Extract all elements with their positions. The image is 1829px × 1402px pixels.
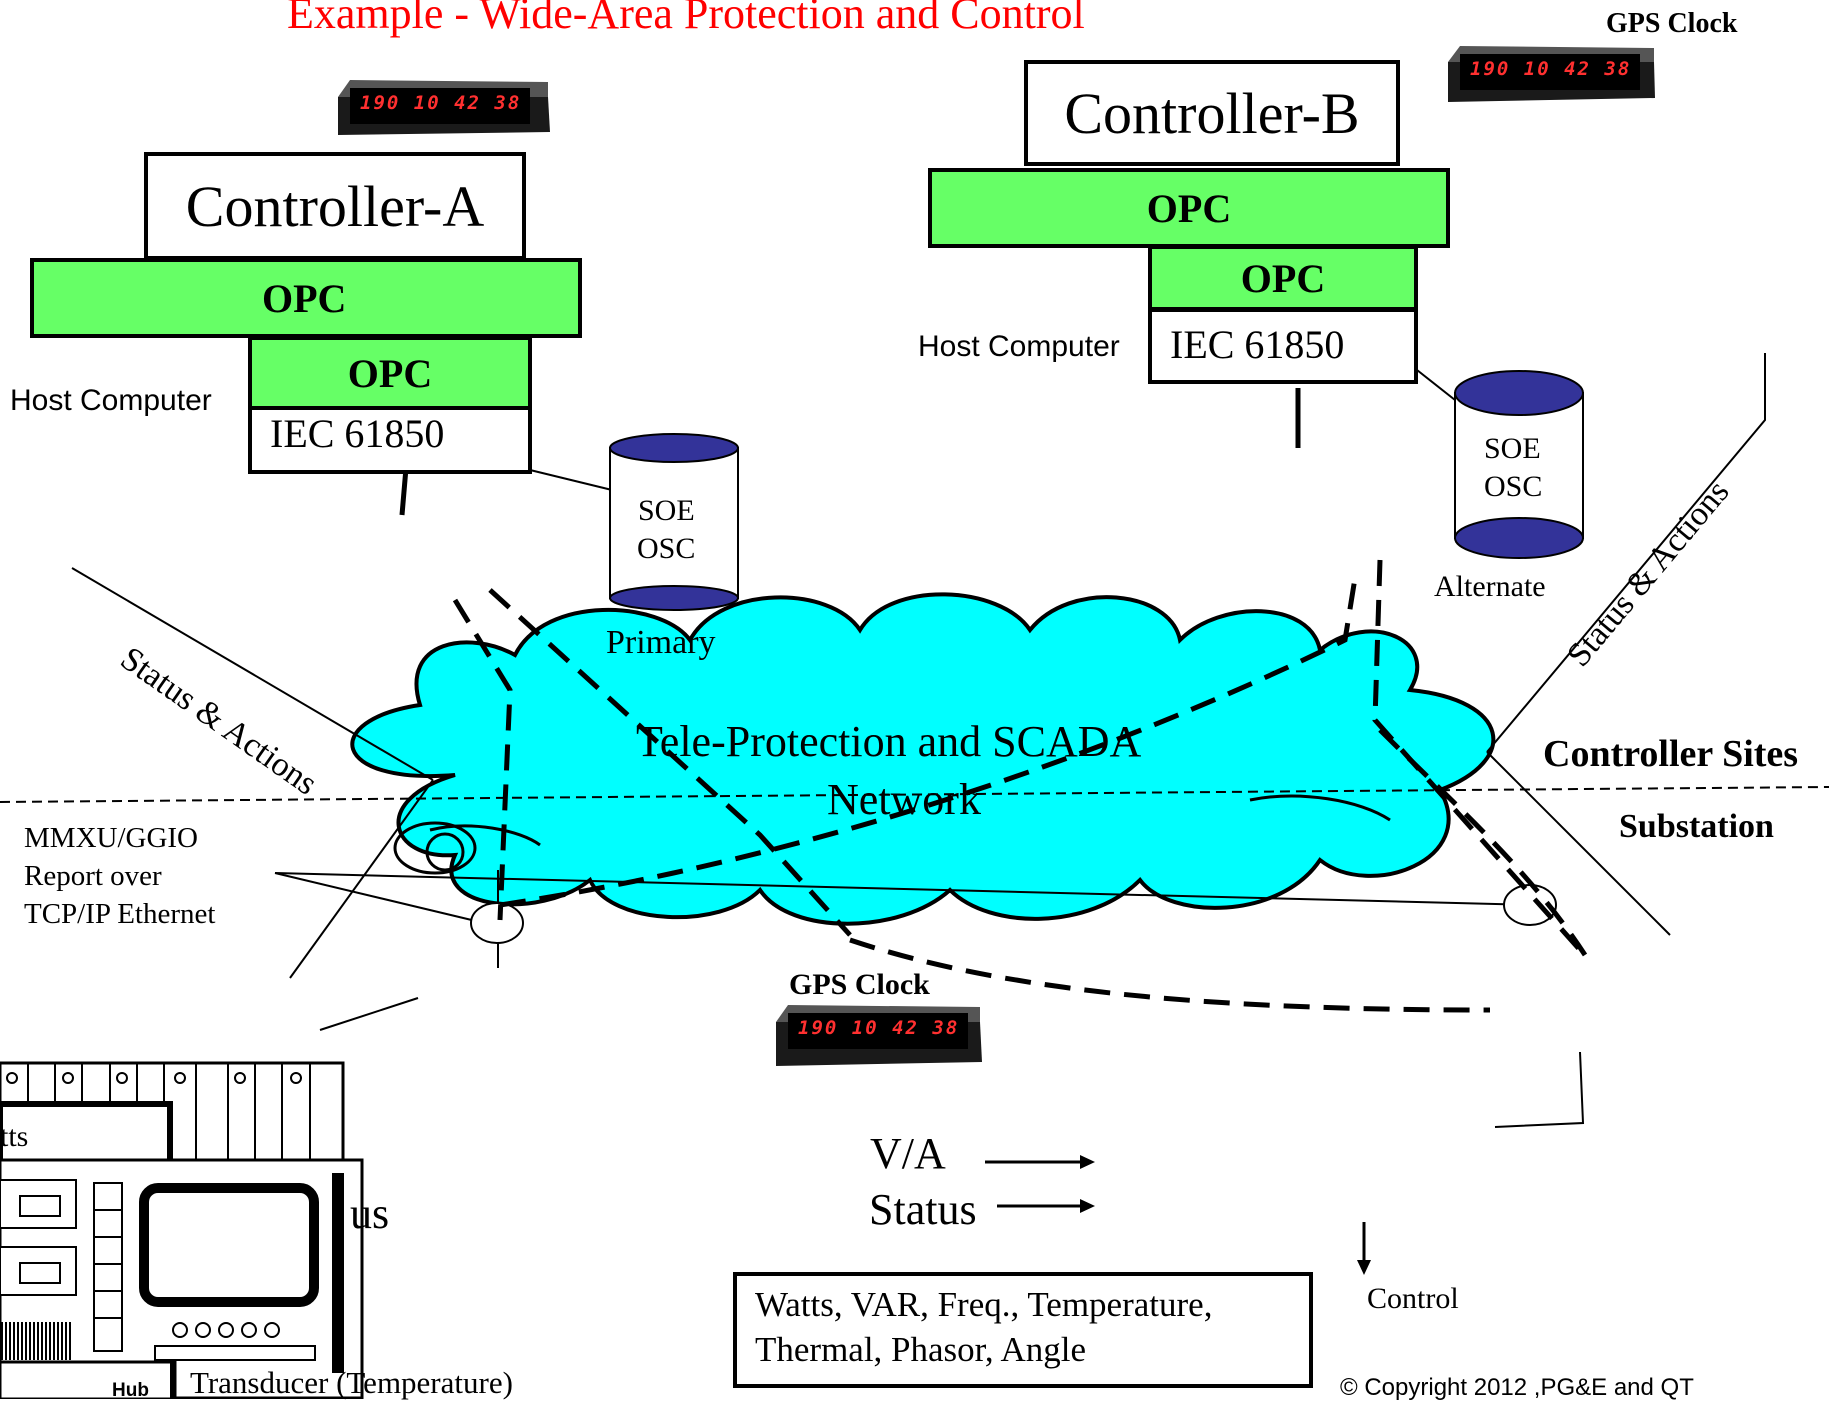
controller-a-host-label: Host Computer [10,384,212,417]
substation-label: Substation [1619,808,1774,845]
status-actions-line-left [71,567,434,781]
controller-b-iec: IEC 61850 [1148,308,1418,384]
measurements-box: Watts, VAR, Freq., Temperature, Thermal,… [733,1272,1313,1388]
network-label-line1: Tele-Protection and SCADA [636,717,1142,766]
primary-storage-line2: OSC [637,532,696,565]
equipment-watts-fragment: tts [0,1120,29,1153]
gps-clock-c [776,1005,982,1066]
gps-clock-b [1448,46,1655,102]
clock-a-display: 190 10 42 38 [360,92,522,114]
status-arrow-icon [1080,1199,1095,1213]
page-title: Example - Wide-Area Protection and Contr… [287,0,1085,38]
alternate-storage-label: Alternate [1434,570,1546,603]
controller-b-opc-outer: OPC [928,168,1450,248]
legend-status-label: Status [869,1185,977,1234]
controller-a-opc-outer: OPC [30,258,582,338]
clock-b-display: 190 10 42 38 [1470,58,1632,80]
primary-storage-line1: SOE [638,494,695,527]
controller-a-link [399,467,409,516]
status-actions-line-right [1486,353,1766,753]
controller-a-iec: IEC 61850 [248,406,532,474]
report-label-line2: Report over [24,860,162,892]
primary-storage-link [529,469,613,491]
alternate-storage-line2: OSC [1484,470,1543,503]
controller-a-box: Controller-A [144,152,526,260]
controller-b-host-label: Host Computer [918,330,1120,363]
alternate-storage-disk [1454,370,1584,559]
substation-node-left [470,902,524,944]
va-arrow-icon [1080,1155,1095,1169]
measurements-line2: Thermal, Phasor, Angle [755,1330,1087,1369]
measurements-line1: Watts, VAR, Freq., Temperature, [755,1285,1213,1324]
controller-sites-label: Controller Sites [1543,733,1799,775]
gps-clock-label-top: GPS Clock [1606,8,1738,39]
alternate-storage-link [1416,369,1456,401]
legend-control-label: Control [1367,1282,1459,1315]
control-arrow-icon [1357,1260,1371,1275]
equipment-status-fragment: us [350,1189,390,1238]
legend-va-label: V/A [870,1129,946,1178]
report-line-right [274,872,1536,906]
controller-b-box: Controller-B [1024,60,1400,166]
gps-clock-label-bottom: GPS Clock [789,968,930,1001]
network-label-line2: Network [827,775,981,824]
network-cloud [350,592,1496,926]
substation-equipment [0,1061,364,1399]
primary-storage-label: Primary [606,624,716,661]
hub-label: Hub [112,1380,149,1401]
report-line-left [274,872,481,923]
clock-c-display: 190 10 42 38 [798,1017,960,1039]
controller-b-opc-inner: OPC [1148,245,1418,311]
dashed-comm-paths [452,559,1588,1013]
gps-clock-a [338,80,550,135]
report-label-line1: MMXU/GGIO [24,822,198,854]
alternate-storage-line1: SOE [1484,432,1541,465]
primary-storage-disk [609,433,739,611]
copyright-text: © Copyright 2012 ,PG&E and QT [1340,1374,1694,1401]
report-label-line3: TCP/IP Ethernet [24,898,216,930]
transducer-label: Transducer (Temperature) [190,1365,513,1400]
controller-a-opc-inner: OPC [248,336,532,410]
